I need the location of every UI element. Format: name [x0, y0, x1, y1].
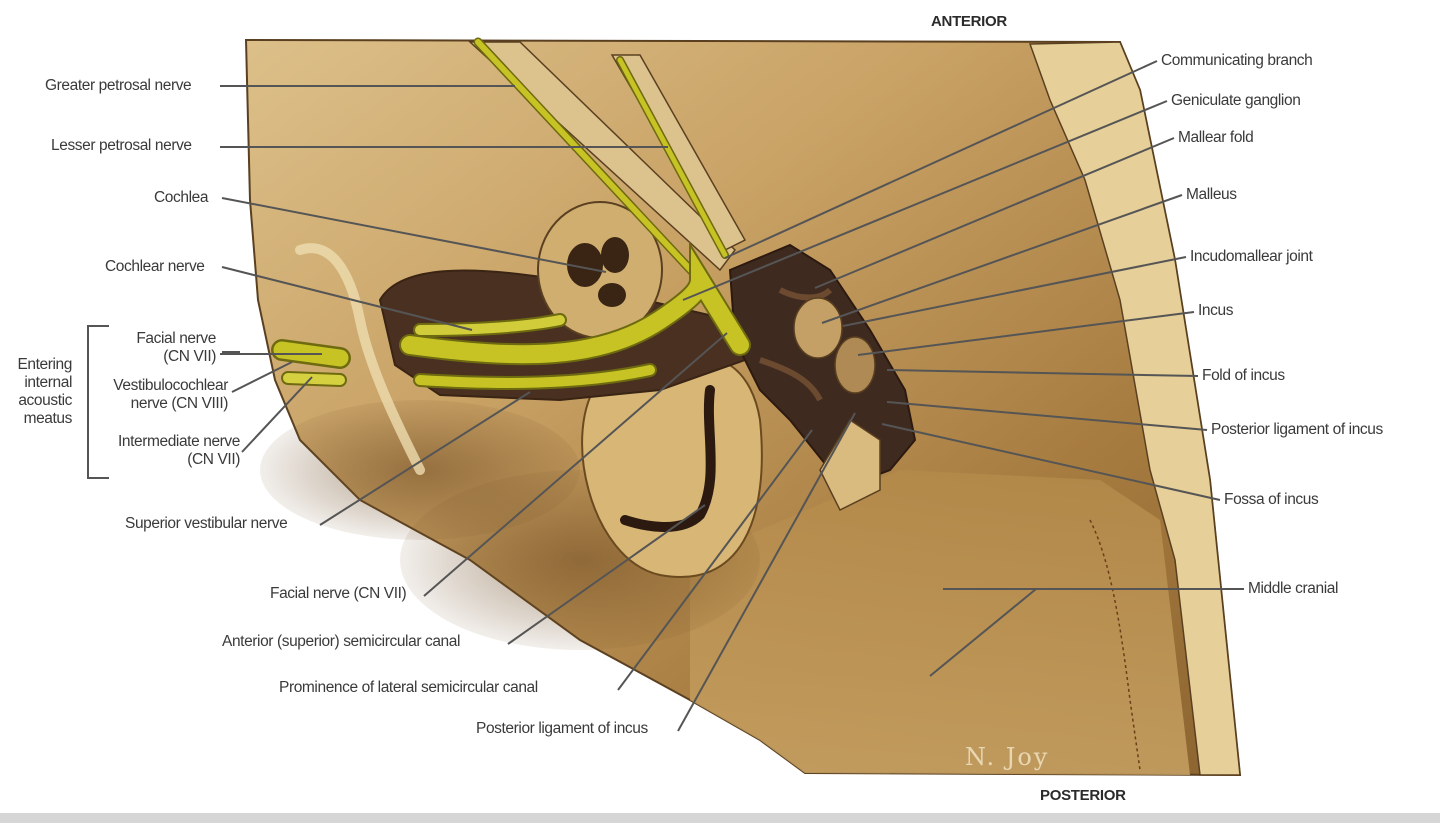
- artist-signature: N. Joy: [965, 743, 1049, 771]
- tympanic-cavity: [728, 243, 917, 487]
- leader-line-fold-of-incus: [886, 369, 1199, 377]
- leader-line-mallear-fold: [814, 137, 1175, 289]
- label-communicating-branch: Communicating branch: [1161, 52, 1313, 69]
- label-fossa-of-incus: Fossa of incus: [1224, 491, 1319, 508]
- orientation-posterior: POSTERIOR: [1040, 787, 1126, 804]
- label-posterior-ligament-of-incus: Posterior ligament of incus: [1211, 421, 1383, 438]
- malleus-structure: [793, 297, 843, 359]
- label-malleus: Malleus: [1186, 186, 1237, 203]
- label-fold-of-incus: Fold of incus: [1202, 367, 1285, 384]
- meatus-bracket: [87, 325, 109, 479]
- label-intermediate-nerve: Intermediate nerve (CN VII): [117, 433, 240, 468]
- leader-line-posterior-ligament-of-incus-bottom: [677, 412, 856, 732]
- leader-lines: [220, 60, 1244, 732]
- orientation-anterior: ANTERIOR: [931, 13, 1007, 30]
- nerves: [271, 37, 751, 390]
- leader-line-incus: [857, 311, 1195, 356]
- label-greater-petrosal-nerve: Greater petrosal nerve: [45, 77, 192, 94]
- incus-structure: [834, 336, 876, 394]
- label-superior-vestibular-nerve: Superior vestibular nerve: [125, 515, 288, 532]
- leader-line-prominence-lateral-semicircular-canal: [617, 429, 813, 691]
- leader-line-geniculate-ganglion: [682, 100, 1168, 301]
- label-cochlea: Cochlea: [154, 189, 209, 206]
- label-incus: Incus: [1198, 302, 1234, 319]
- leader-line-anterior-semicircular-canal: [507, 504, 706, 645]
- label-facial-nerve-cn-vii: Facial nerve (CN VII): [270, 585, 407, 602]
- cut-edge: [1028, 41, 1241, 776]
- label-posterior-ligament-of-incus-bottom: Posterior ligament of incus: [476, 720, 648, 737]
- leader-line-cochlear-nerve: [221, 266, 473, 331]
- leader-line-intermediate-nerve: [241, 376, 313, 453]
- group-label-entering-meatus: Entering internal acoustic meatus: [17, 356, 72, 427]
- leader-line-superior-vestibular-nerve: [319, 391, 531, 526]
- bottom-scrollbar-strip: [0, 813, 1440, 823]
- label-mallear-fold: Mallear fold: [1178, 129, 1254, 146]
- leader-line-incudomallear-joint: [842, 256, 1187, 327]
- label-anterior-semicircular-canal: Anterior (superior) semicircular canal: [222, 633, 461, 650]
- leader-line-vestibulocochlear-nerve: [231, 361, 293, 393]
- leader-line-fossa-of-incus: [881, 423, 1221, 501]
- leader-line-facial-nerve-cn-vii: [423, 332, 728, 597]
- label-prominence-lateral-semicircular-canal: Prominence of lateral semicircular canal: [279, 679, 538, 696]
- label-vestibulocochlear-nerve: Vestibulocochlear nerve (CN VIII): [113, 377, 228, 412]
- leader-line-posterior-ligament-of-incus: [886, 401, 1208, 431]
- label-geniculate-ganglion: Geniculate ganglion: [1171, 92, 1301, 109]
- leader-line-middle-cranial-2: [929, 588, 1037, 677]
- label-middle-cranial: Middle cranial: [1248, 580, 1339, 597]
- leader-line-cochlea: [221, 197, 607, 273]
- leader-line-malleus: [821, 194, 1183, 324]
- leader-line-communicating-branch: [724, 60, 1158, 259]
- label-facial-nerve-meatus: Facial nerve (CN VII): [136, 330, 216, 365]
- label-lesser-petrosal-nerve: Lesser petrosal nerve: [51, 137, 192, 154]
- label-cochlear-nerve: Cochlear nerve: [105, 258, 205, 275]
- label-incudomallear-joint: Incudomallear joint: [1190, 248, 1313, 265]
